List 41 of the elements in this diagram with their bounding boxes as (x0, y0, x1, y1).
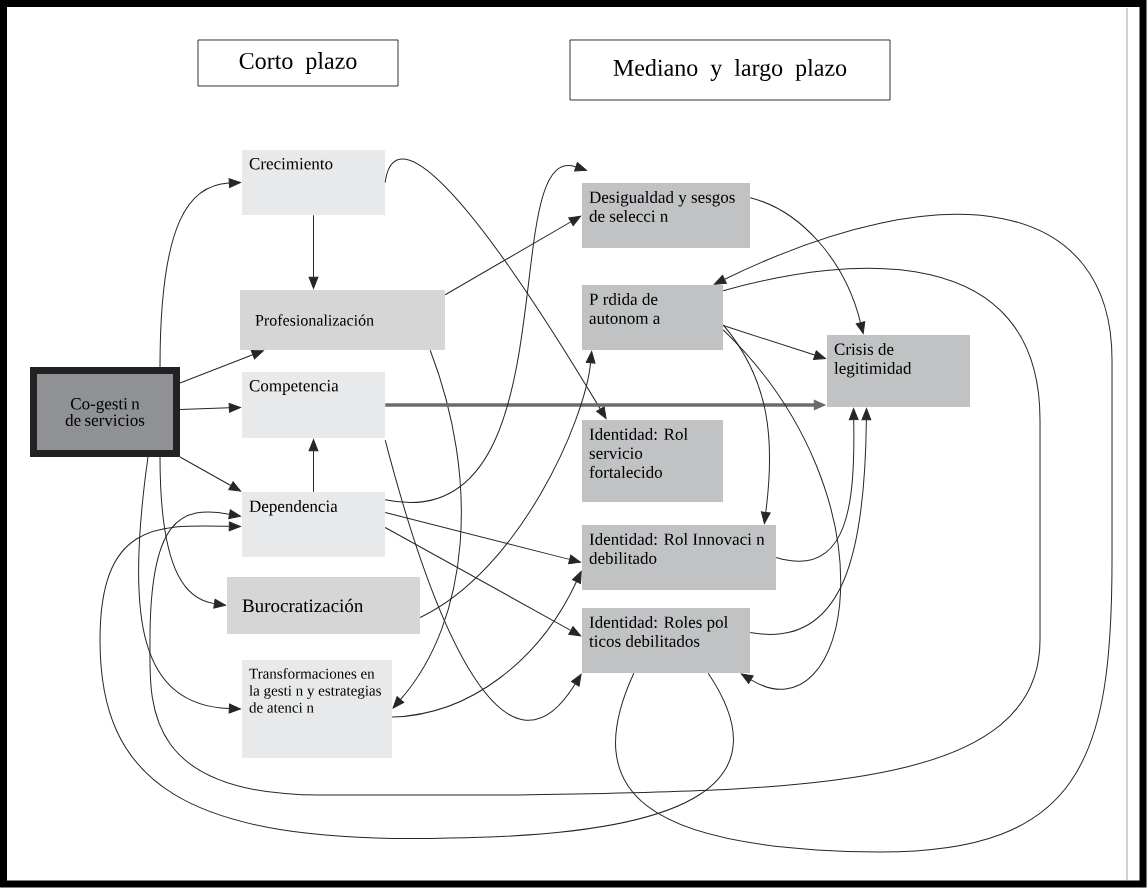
concept-box: Transformaciones en la gesti n y estrategias de atenci n (242, 660, 392, 758)
arrow (99, 521, 734, 839)
period-header-box: Corto plazo (197, 39, 399, 87)
concept-box: Dependencia (242, 492, 385, 557)
arrow (749, 408, 872, 635)
arrow (722, 325, 826, 360)
arrow (419, 351, 596, 618)
concept-box: Profesionalización (240, 290, 445, 350)
concept-box: Burocratización (227, 577, 420, 634)
arrow (384, 158, 607, 420)
concept-box: P rdida de autonom a (582, 285, 723, 350)
arrow (308, 214, 319, 289)
arrow (159, 456, 226, 609)
arrow (391, 570, 582, 718)
arrow (137, 456, 241, 714)
arrow (384, 527, 582, 637)
arrow (159, 178, 241, 368)
arrow (722, 324, 771, 524)
arrow (149, 267, 1041, 796)
arrow (179, 402, 241, 413)
concept-box: Identidad: Rol Innovaci n debilitado (582, 525, 776, 590)
arrow (384, 439, 582, 721)
arrow (179, 350, 264, 384)
arrow (775, 408, 859, 562)
concept-box: Identidad: Rol servicio fortalecido (582, 420, 723, 502)
period-header-box: Mediano y largo plazo (569, 39, 891, 101)
arrow (615, 214, 1113, 853)
arrow (384, 512, 581, 565)
arrow (179, 456, 242, 492)
arrow (384, 162, 587, 502)
source-box: Co-gesti n de servicios (30, 367, 180, 457)
concept-box: Crisis de legitimidad (827, 335, 970, 407)
arrow (392, 349, 462, 709)
concept-box: Competencia (242, 372, 385, 438)
arrow (749, 197, 866, 334)
arrow (444, 215, 582, 296)
concept-box: Desigualdad y sesgos de selecci n (582, 183, 750, 248)
concept-box: Crecimiento (242, 150, 385, 215)
concept-box: Identidad: Roles pol ticos debilitados (582, 608, 750, 673)
arrow (722, 329, 842, 690)
arrow (308, 439, 319, 493)
